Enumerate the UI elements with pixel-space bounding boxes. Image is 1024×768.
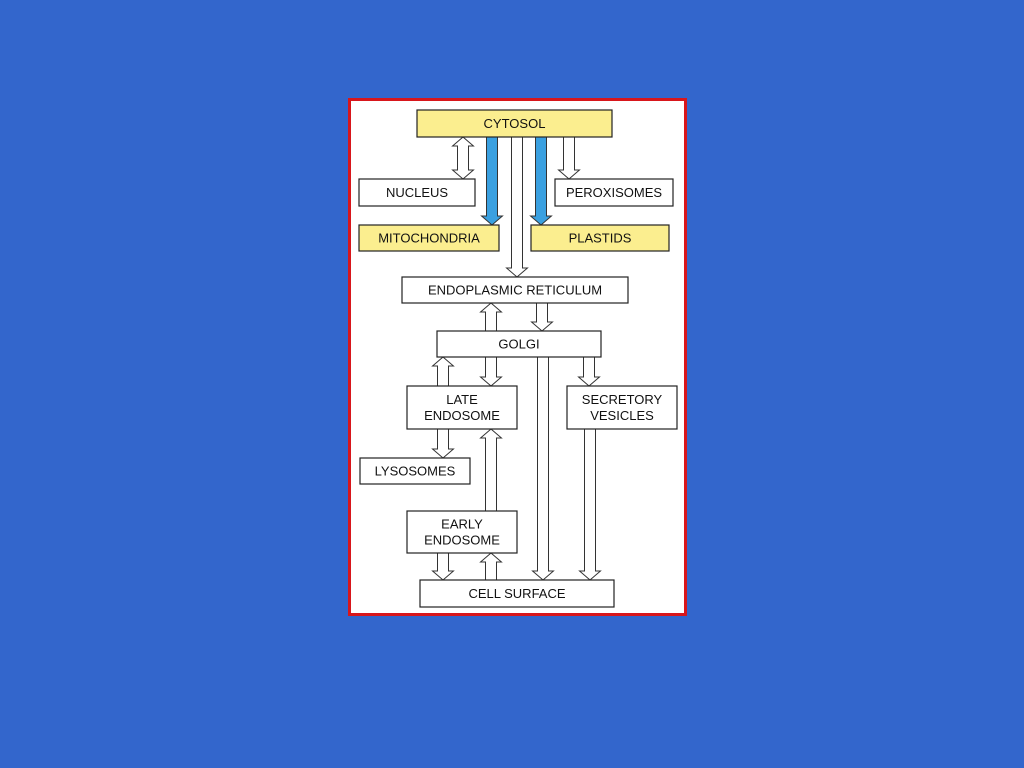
arrow-er-to-golgi: [530, 302, 554, 332]
compartment-plastids: PLASTIDS: [530, 224, 670, 252]
golgi-label: GOLGI: [498, 336, 539, 351]
mitochondria-box: [358, 224, 500, 252]
compartment-peroxisomes: PEROXISOMES: [554, 178, 674, 207]
arrow-cytosol-to-plastids: [529, 136, 553, 226]
transport-arrows: [431, 136, 602, 581]
compartment-cytosol: CYTOSOL: [416, 109, 613, 138]
late-endosome-label-line-2: ENDOSOME: [424, 408, 500, 423]
arrow-late-endosome-to-golgi: [431, 356, 455, 387]
arrow-golgi-to-er: [479, 302, 503, 332]
er-label: ENDOPLASMIC RETICULUM: [428, 282, 602, 297]
arrow-cytosol-to-peroxisomes: [557, 136, 581, 180]
arrow-golgi-to-late-endosome: [479, 356, 503, 387]
er-box: [401, 276, 629, 304]
compartment-boxes: CYTOSOL NUCLEUS PEROXISOMES MITOCHONDRIA PLA…: [358, 109, 678, 608]
arrow-cytosol-to-nucleus: [451, 136, 475, 180]
nucleus-box: [358, 178, 476, 207]
arrow-golgi-to-cell-surface: [531, 356, 555, 581]
diagram-frame: CYTOSOL NUCLEUS PEROXISOMES MITOCHONDRIA PLA…: [348, 98, 687, 616]
compartment-lysosomes: LYSOSOMES: [359, 457, 471, 485]
secretory-vesicles-label-line-2: VESICLES: [590, 408, 654, 423]
early-endosome-box: [406, 510, 518, 554]
arrow-late-endosome-to-lysosomes: [431, 428, 455, 459]
cell-surface-box: [419, 579, 615, 608]
plastids-box: [530, 224, 670, 252]
arrow-early-endosome-to-cell-surface: [431, 552, 455, 581]
late-endosome-box: [406, 385, 518, 430]
nucleus-label: NUCLEUS: [386, 185, 448, 200]
compartment-cell-surface: CELL SURFACE: [419, 579, 615, 608]
arrow-golgi-to-secretory-vesicles: [577, 356, 601, 387]
arrow-early-endosome-to-late-endosome: [479, 428, 503, 512]
plastids-label: PLASTIDS: [569, 230, 632, 245]
golgi-box: [436, 330, 602, 358]
arrow-secretory-vesicles-to-cell-surface: [578, 428, 602, 581]
lysosomes-box: [359, 457, 471, 485]
early-endosome-label-line-2: ENDOSOME: [424, 532, 500, 547]
cell-surface-label: CELL SURFACE: [468, 586, 565, 601]
compartment-nucleus: NUCLEUS: [358, 178, 476, 207]
peroxisomes-label: PEROXISOMES: [566, 185, 662, 200]
secretory-vesicles-box: [566, 385, 678, 430]
mitochondria-label: MITOCHONDRIA: [378, 230, 480, 245]
compartment-diagram: CYTOSOL NUCLEUS PEROXISOMES MITOCHONDRIA PLA…: [358, 109, 678, 608]
compartment-er: ENDOPLASMIC RETICULUM: [401, 276, 629, 304]
lysosomes-label: LYSOSOMES: [375, 463, 456, 478]
cytosol-label: CYTOSOL: [484, 116, 546, 131]
arrow-cytosol-to-mitochondria: [480, 136, 504, 226]
cytosol-box: [416, 109, 613, 138]
arrow-cell-surface-to-early-endosome: [479, 552, 503, 581]
late-endosome-label-line-1: LATE: [446, 392, 478, 407]
compartment-golgi: GOLGI: [436, 330, 602, 358]
secretory-vesicles-label-line-1: SECRETORY: [582, 392, 663, 407]
early-endosome-label-line-1: EARLY: [441, 516, 483, 531]
compartment-mitochondria: MITOCHONDRIA: [358, 224, 500, 252]
peroxisomes-box: [554, 178, 674, 207]
arrow-cytosol-to-er: [505, 136, 529, 278]
